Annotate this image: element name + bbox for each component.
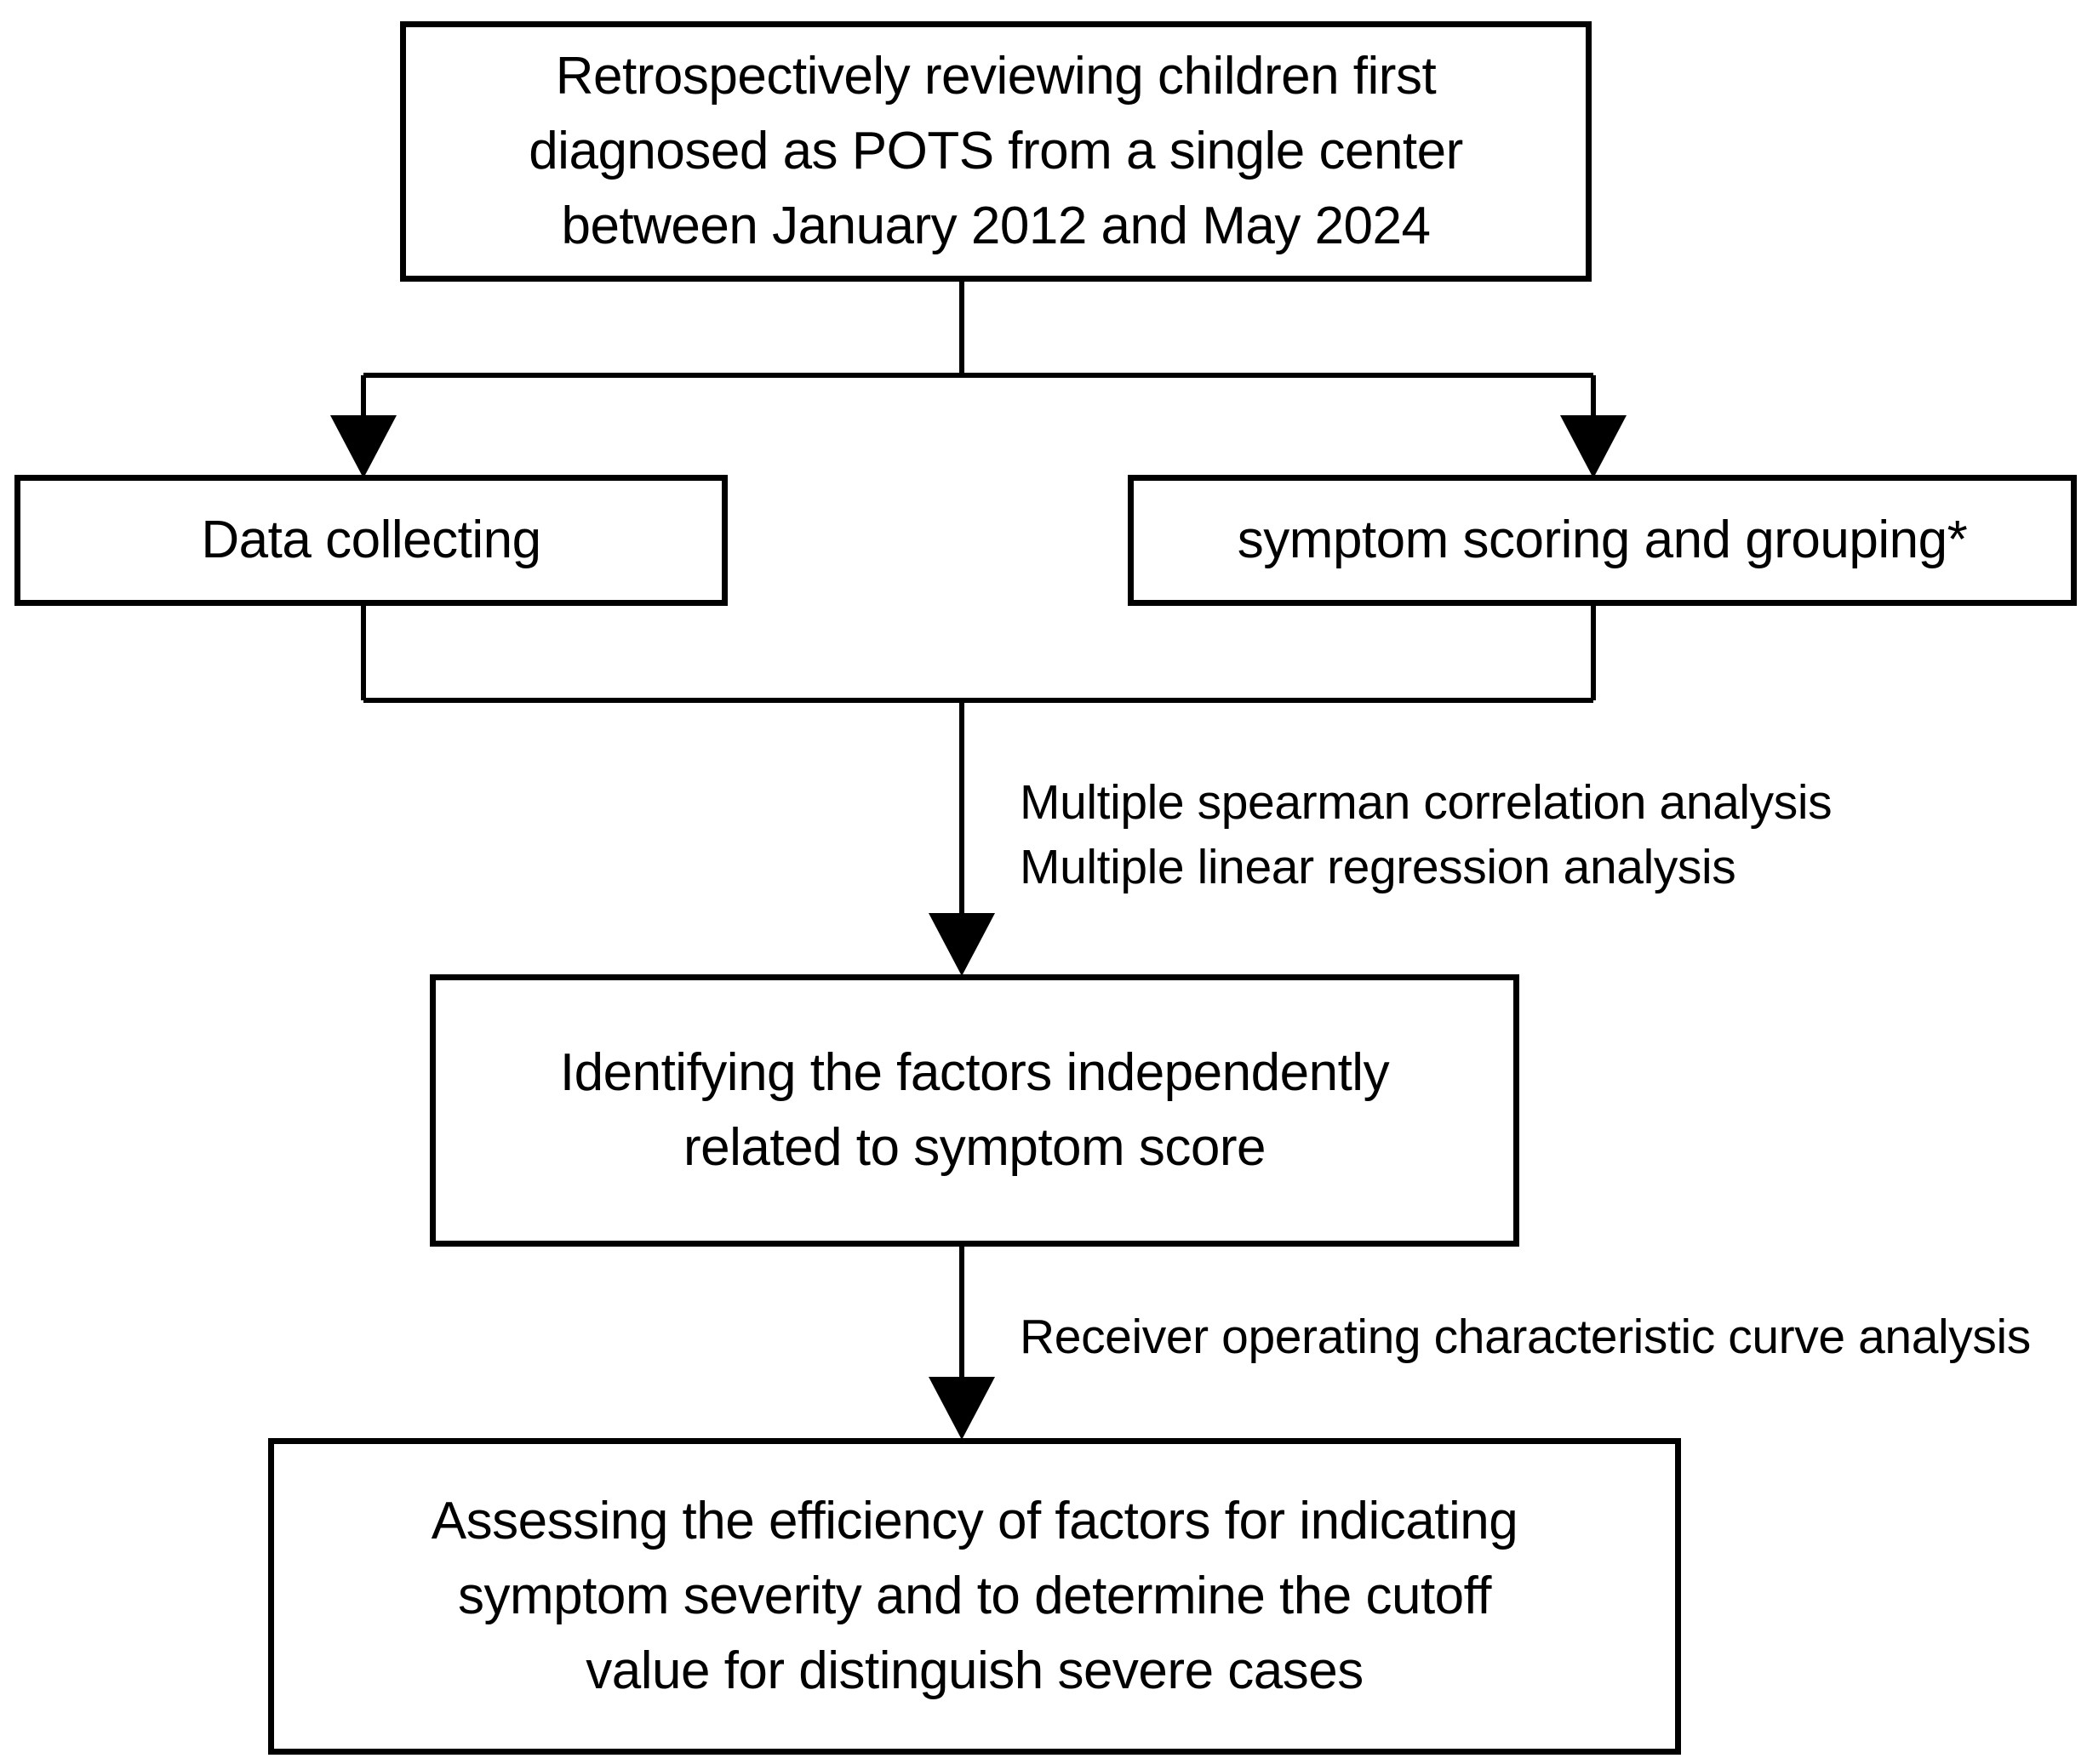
assessing-efficiency-box: Assessing the efficiency of factors for … xyxy=(268,1438,1681,1755)
merge-to-identifying-arrowhead xyxy=(929,913,995,976)
roc-method-label: Receiver operating characteristic curve … xyxy=(1020,1310,2031,1364)
split-to-data-collecting-arrowhead xyxy=(330,415,397,478)
study-population-box: Retrospectively reviewing children first… xyxy=(400,21,1592,282)
split-to-symptom-scoring-arrowhead xyxy=(1560,415,1627,478)
symptom-scoring-box: symptom scoring and grouping* xyxy=(1128,475,2077,606)
identifying-factors-box: Identifying the factors independently re… xyxy=(430,974,1519,1247)
data-collecting-box: Data collecting xyxy=(14,475,728,606)
statistics-method-label: Multiple spearman correlation analysis M… xyxy=(1020,775,1833,894)
identifying-to-assessing-arrowhead xyxy=(929,1377,995,1440)
